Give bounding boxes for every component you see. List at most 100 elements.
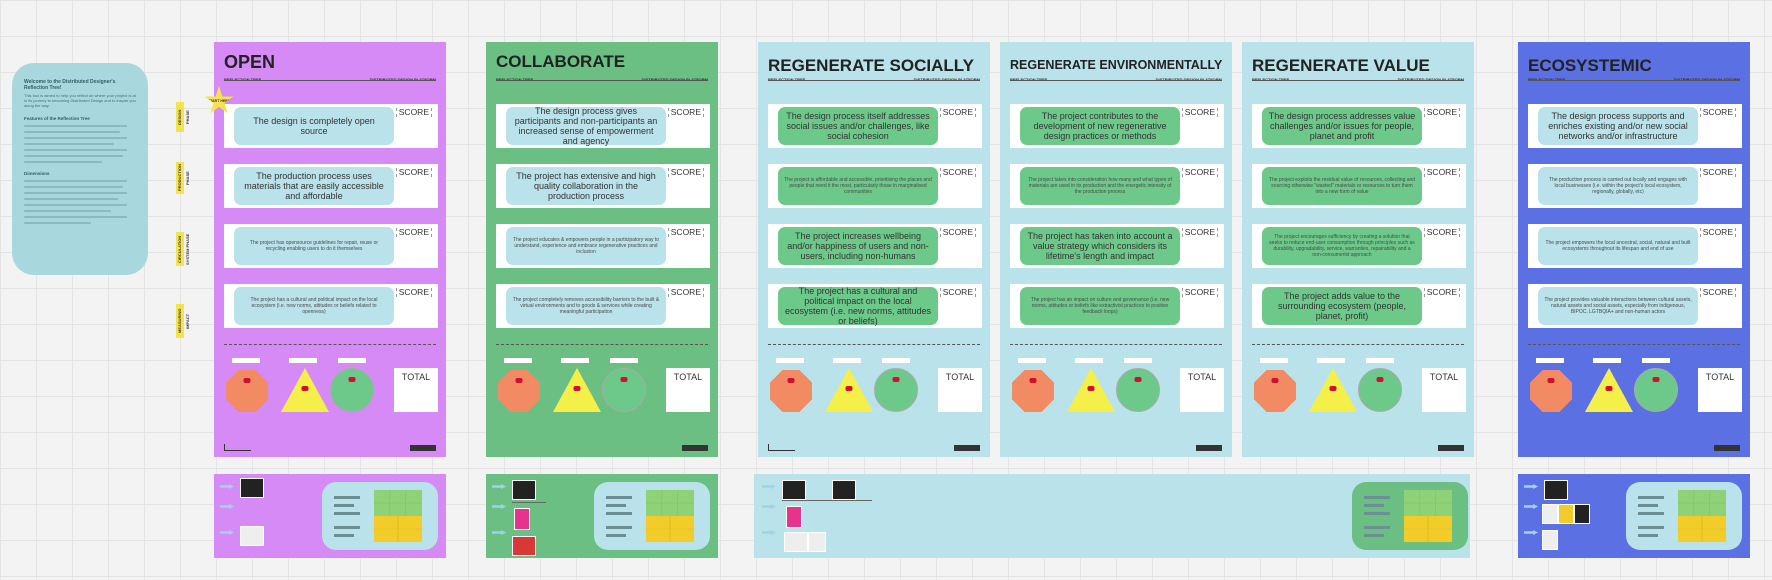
score-label: SCORE xyxy=(395,168,432,177)
thumbnail-image[interactable] xyxy=(514,508,530,530)
statement-row[interactable]: The design process gives participants an… xyxy=(496,104,710,148)
text-line xyxy=(24,203,128,206)
dashed-divider xyxy=(1252,344,1464,345)
text-line xyxy=(1638,526,1664,529)
thumbnail-image[interactable] xyxy=(512,536,536,556)
summary-panel[interactable] xyxy=(322,482,438,550)
statement-row[interactable]: The project exploits the residual value … xyxy=(1252,164,1466,208)
statement-row[interactable]: The design process supports and enriches… xyxy=(1528,104,1742,148)
score-label: SCORE xyxy=(1423,228,1460,237)
thumbnail-image[interactable] xyxy=(832,480,856,500)
dashed-divider xyxy=(224,344,436,345)
card-regenerate-environmentally[interactable]: REGENERATE ENVIRONMENTALLY REFLECTION TR… xyxy=(1000,42,1232,457)
thumbnail-image[interactable] xyxy=(240,478,264,498)
label-bar xyxy=(1075,358,1103,363)
thumbnail-image[interactable] xyxy=(1542,530,1558,550)
arrow-icon xyxy=(220,484,234,489)
arrow-icon xyxy=(762,504,776,509)
bottom-board-collaborate[interactable] xyxy=(486,474,718,558)
text-line xyxy=(24,221,92,224)
summary-panel[interactable] xyxy=(1626,482,1742,550)
total-box[interactable]: TOTAL xyxy=(1422,368,1466,412)
statement-row[interactable]: The project has extensive and high quali… xyxy=(496,164,710,208)
label-bar xyxy=(561,358,589,363)
text-line xyxy=(24,142,114,145)
statement-row[interactable]: The project has a cultural and political… xyxy=(224,284,438,328)
thumbnail-image[interactable] xyxy=(786,506,802,528)
divider xyxy=(224,80,436,81)
text-line xyxy=(24,160,103,163)
statement-row[interactable]: The project has an impact on culture and… xyxy=(1010,284,1224,328)
thumbnail-image[interactable] xyxy=(1544,480,1568,500)
summary-panel[interactable] xyxy=(1352,482,1468,550)
statement-row[interactable]: The project adds value to the surroundin… xyxy=(1252,284,1466,328)
label-bar xyxy=(289,358,317,363)
statement-row[interactable]: The project has opensource guidelines fo… xyxy=(224,224,438,268)
intro-panel[interactable]: Welcome to the Distributed Designer's Re… xyxy=(12,63,148,275)
bottom-board-open[interactable] xyxy=(214,474,446,558)
bottom-board-regenerate[interactable] xyxy=(754,474,1470,558)
thumbnail-image[interactable] xyxy=(1558,504,1574,524)
statement-row[interactable]: The design process addresses value chall… xyxy=(1252,104,1466,148)
statement-row[interactable]: The project encourages sufficiency by cr… xyxy=(1252,224,1466,268)
statement-row[interactable]: The project educates & empowers people i… xyxy=(496,224,710,268)
statement-row[interactable]: The production process is carried out lo… xyxy=(1528,164,1742,208)
statement-row[interactable]: The production process uses materials th… xyxy=(224,164,438,208)
statement-row[interactable]: The project contributes to the developme… xyxy=(1010,104,1224,148)
text-line xyxy=(24,130,121,133)
statement-pill: The design process itself addresses soci… xyxy=(778,107,938,145)
statement-row[interactable]: The design process itself addresses soci… xyxy=(768,104,982,148)
total-box[interactable]: TOTAL xyxy=(1698,368,1742,412)
arrow-icon xyxy=(1524,504,1538,509)
total-box[interactable]: TOTAL xyxy=(666,368,710,412)
total-box[interactable]: TOTAL xyxy=(1180,368,1224,412)
summary-panel[interactable] xyxy=(594,482,710,550)
statement-row[interactable]: The project increases wellbeing and/or h… xyxy=(768,224,982,268)
statement-pill: The design process addresses value chall… xyxy=(1262,107,1422,145)
statement-row[interactable]: The project takes into consideration how… xyxy=(1010,164,1224,208)
thumbnail-image[interactable] xyxy=(512,480,536,500)
text-line xyxy=(606,512,632,515)
text-line xyxy=(1364,512,1390,515)
arrow-icon xyxy=(220,530,234,535)
text-line xyxy=(24,209,112,212)
stop-icon xyxy=(515,378,523,383)
thumbnail-image[interactable] xyxy=(784,532,808,552)
phase-tag-production: PRODUCTION PHASE xyxy=(176,162,190,194)
score-label: SCORE xyxy=(667,168,704,177)
card-title: REGENERATE VALUE xyxy=(1252,56,1430,75)
timeline-line xyxy=(512,502,546,503)
text-line xyxy=(334,496,360,499)
thumbnail-image[interactable] xyxy=(782,480,806,500)
thumbnail-image[interactable] xyxy=(1542,504,1558,524)
thumbnail-image[interactable] xyxy=(808,532,826,552)
total-box[interactable]: TOTAL xyxy=(938,368,982,412)
statement-row[interactable]: The project is affordable and accessible… xyxy=(768,164,982,208)
total-box[interactable]: TOTAL xyxy=(394,368,438,412)
text-line xyxy=(24,124,128,127)
triangle-shape xyxy=(553,368,601,412)
thumbnail-image[interactable] xyxy=(1574,504,1590,524)
thumbnail-image[interactable] xyxy=(240,526,264,546)
label-bar xyxy=(1593,358,1621,363)
text-line xyxy=(1364,534,1384,537)
bottom-board-ecosystemic[interactable] xyxy=(1518,474,1750,558)
statement-pill: The design is completely open source xyxy=(234,107,394,145)
card-title: ECOSYSTEMIC xyxy=(1528,56,1652,75)
statement-row[interactable]: The project completely removes accessibi… xyxy=(496,284,710,328)
text-line xyxy=(606,496,632,499)
statement-row[interactable]: The project has a cultural and political… xyxy=(768,284,982,328)
score-grid xyxy=(646,490,694,542)
statement-row[interactable]: The project empowers the local ancestral… xyxy=(1528,224,1742,268)
triangle-shape xyxy=(1067,368,1115,412)
statement-row[interactable]: The project provides valuable interactio… xyxy=(1528,284,1742,328)
score-grid xyxy=(374,490,422,542)
statement-row[interactable]: The project has taken into account a val… xyxy=(1010,224,1224,268)
arrow-icon xyxy=(220,504,234,509)
